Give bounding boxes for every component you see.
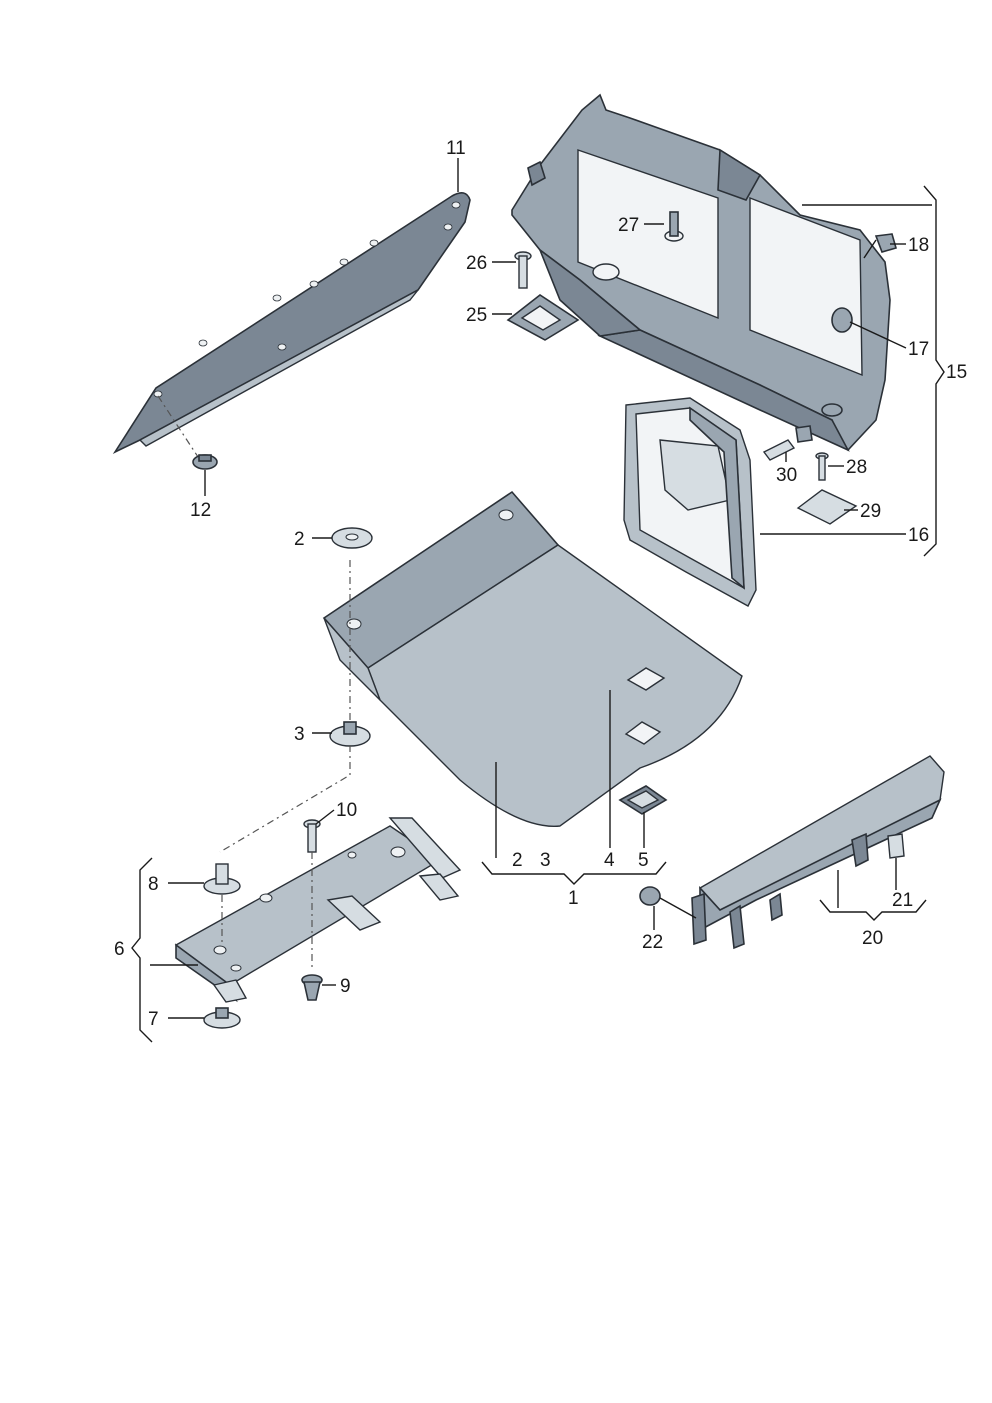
callout-1: 1 bbox=[568, 888, 579, 909]
callout-10: 10 bbox=[336, 800, 357, 821]
callout-28: 28 bbox=[846, 457, 867, 478]
callout-29: 29 bbox=[860, 501, 881, 522]
part-16-storage-box bbox=[623, 397, 757, 607]
part-5-pad bbox=[618, 785, 668, 815]
part-1-floor-covering bbox=[322, 490, 743, 827]
part-7-washer bbox=[203, 1007, 241, 1029]
callout-12: 12 bbox=[190, 500, 211, 521]
callout-17: 17 bbox=[908, 339, 929, 360]
part-8-stud bbox=[203, 863, 241, 895]
callout-labels: 11 12 2 3 10 8 6 9 7 2 3 4 5 1 26 25 27 … bbox=[114, 138, 967, 1030]
callout-2: 2 bbox=[294, 529, 305, 550]
callout-15: 15 bbox=[946, 362, 967, 383]
part-11-panel bbox=[112, 192, 471, 454]
callout-4: 4 bbox=[604, 850, 615, 871]
callout-21: 21 bbox=[892, 890, 913, 911]
part-26-screw bbox=[514, 251, 532, 289]
callout-3b: 3 bbox=[540, 850, 551, 871]
callout-2b: 2 bbox=[512, 850, 523, 871]
part-25-bracket bbox=[506, 294, 580, 341]
callout-11: 11 bbox=[446, 138, 466, 159]
callout-3: 3 bbox=[294, 724, 305, 745]
part-30-clip bbox=[762, 425, 813, 461]
part-6-bracket bbox=[174, 817, 462, 1003]
callout-26: 26 bbox=[466, 253, 487, 274]
callout-8: 8 bbox=[148, 874, 159, 895]
callout-16: 16 bbox=[908, 525, 929, 546]
callout-22: 22 bbox=[642, 932, 663, 953]
braces bbox=[131, 185, 945, 1043]
callout-18: 18 bbox=[908, 235, 929, 256]
part-17-cap bbox=[831, 307, 853, 333]
part-28-screw bbox=[815, 452, 829, 481]
part-27-clip bbox=[664, 211, 684, 242]
callout-25: 25 bbox=[466, 305, 487, 326]
callout-20: 20 bbox=[862, 928, 883, 949]
part-12-clip bbox=[157, 395, 218, 470]
leader-lines bbox=[150, 158, 932, 1019]
part-18-clip bbox=[874, 233, 897, 253]
callout-7: 7 bbox=[148, 1009, 159, 1030]
part-9-clip bbox=[301, 974, 323, 1001]
callout-6: 6 bbox=[114, 939, 125, 960]
part-15-side-trim bbox=[511, 93, 891, 452]
callout-27: 27 bbox=[618, 215, 639, 236]
part-20-sill-trim bbox=[691, 755, 945, 950]
part-3-nut bbox=[329, 721, 371, 747]
part-22-nut bbox=[639, 886, 661, 906]
callout-5: 5 bbox=[638, 850, 649, 871]
part-21-clip bbox=[887, 833, 905, 859]
part-2-washer bbox=[331, 527, 373, 549]
callout-9: 9 bbox=[340, 976, 351, 997]
part-10-screw bbox=[303, 819, 321, 853]
part-29-bracket bbox=[796, 489, 858, 525]
callout-30: 30 bbox=[776, 465, 797, 486]
